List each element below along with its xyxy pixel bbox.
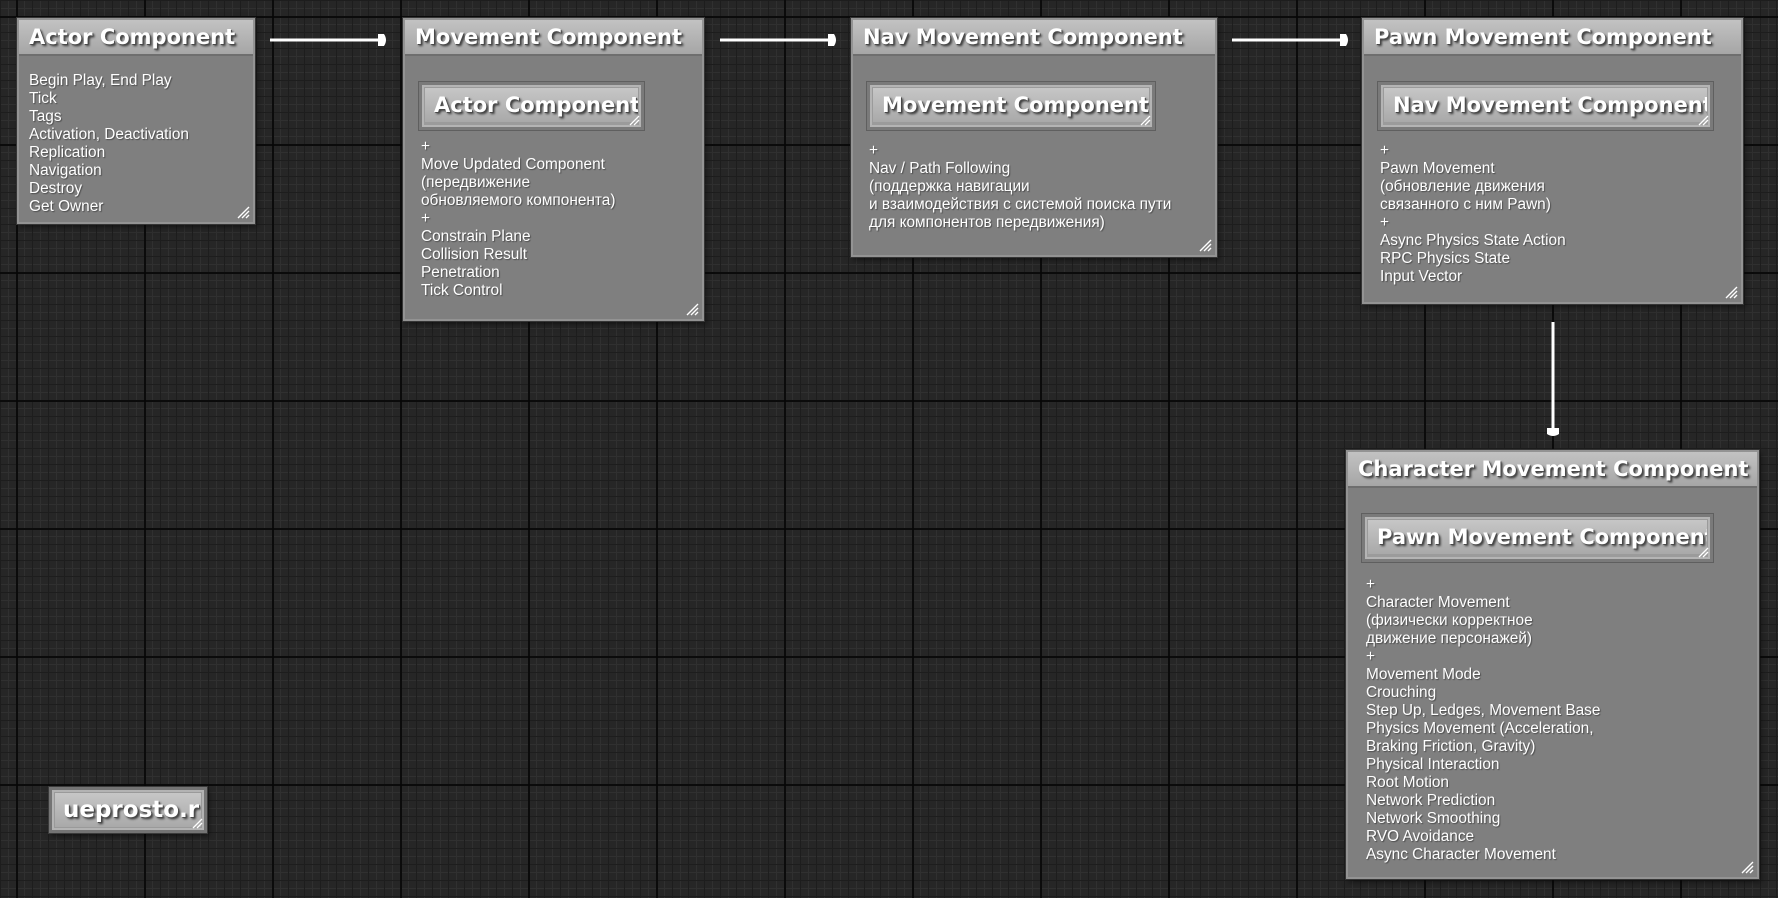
list-item: Tick bbox=[29, 90, 57, 107]
list-item: и взаимодействия с системой поиска пути bbox=[869, 196, 1172, 213]
parent-class-box: Actor Component bbox=[419, 82, 644, 130]
list-item: + bbox=[1380, 214, 1389, 231]
list-item: Activation, Deactivation bbox=[29, 126, 189, 143]
node-title: Character Movement Component bbox=[1348, 452, 1757, 488]
site-badge[interactable]: ueprosto.ru bbox=[49, 787, 207, 833]
list-item: + bbox=[1366, 648, 1375, 665]
list-item: + bbox=[1366, 576, 1375, 593]
list-item: Tick Control bbox=[421, 282, 503, 299]
node-body-list: + Move Updated Component (передвижение о… bbox=[421, 138, 615, 300]
list-item: + bbox=[869, 142, 878, 159]
list-item: Constrain Plane bbox=[421, 228, 531, 245]
list-item: (передвижение bbox=[421, 174, 531, 191]
list-item: Get Owner bbox=[29, 198, 104, 215]
list-item: (поддержка навигации bbox=[869, 178, 1030, 195]
arrow-nav-to-pawn bbox=[1232, 34, 1348, 46]
list-item: + bbox=[421, 210, 430, 227]
parent-class-box: Pawn Movement Component bbox=[1362, 514, 1713, 562]
list-item: Network Prediction bbox=[1366, 792, 1496, 809]
list-item: Async Character Movement bbox=[1366, 846, 1556, 863]
list-item: RPC Physics State bbox=[1380, 250, 1511, 267]
arrow-pawn-to-character bbox=[1547, 322, 1559, 436]
list-item: Begin Play, End Play bbox=[29, 72, 172, 89]
list-item: Collision Result bbox=[421, 246, 528, 263]
node-body-list: + Nav / Path Following (поддержка навига… bbox=[869, 142, 1171, 232]
node-title: Nav Movement Component bbox=[853, 20, 1215, 56]
resize-grip-icon[interactable] bbox=[1740, 860, 1754, 874]
list-item: Braking Friction, Gravity) bbox=[1366, 738, 1536, 755]
node-body-list: Begin Play, End Play Tick Tags Activatio… bbox=[29, 72, 189, 216]
resize-grip-icon bbox=[1697, 546, 1709, 558]
list-item: Character Movement bbox=[1366, 594, 1510, 611]
parent-class-box: Nav Movement Component bbox=[1378, 82, 1713, 130]
list-item: Network Smoothing bbox=[1366, 810, 1501, 827]
resize-grip-icon bbox=[1139, 114, 1151, 126]
parent-class-title: Actor Component bbox=[425, 88, 638, 122]
list-item: Move Updated Component bbox=[421, 156, 605, 173]
parent-class-title: Movement Component bbox=[873, 88, 1149, 122]
list-item: (физически корректное bbox=[1366, 612, 1533, 629]
resize-grip-icon[interactable] bbox=[1724, 285, 1738, 299]
node-body-list: + Character Movement (физически корректн… bbox=[1366, 576, 1600, 864]
list-item: Crouching bbox=[1366, 684, 1437, 701]
list-item: Pawn Movement bbox=[1380, 160, 1495, 177]
list-item: Step Up, Ledges, Movement Base bbox=[1366, 702, 1601, 719]
list-item: (обновление движения bbox=[1380, 178, 1545, 195]
resize-grip-icon[interactable] bbox=[1198, 238, 1212, 252]
resize-grip-icon bbox=[191, 817, 203, 829]
list-item: + bbox=[1380, 142, 1389, 159]
parent-class-box: Movement Component bbox=[867, 82, 1155, 130]
resize-grip-icon[interactable] bbox=[236, 205, 250, 219]
arrow-movement-to-nav bbox=[720, 34, 836, 46]
list-item: RVO Avoidance bbox=[1366, 828, 1475, 845]
node-pawn-movement-component[interactable]: Pawn Movement Component Nav Movement Com… bbox=[1362, 18, 1743, 304]
list-item: обновляемого компонента) bbox=[421, 192, 616, 209]
list-item: Movement Mode bbox=[1366, 666, 1481, 683]
resize-grip-icon bbox=[1697, 114, 1709, 126]
list-item: + bbox=[421, 138, 430, 155]
resize-grip-icon bbox=[628, 114, 640, 126]
node-body-list: + Pawn Movement (обновление движения свя… bbox=[1380, 142, 1566, 286]
list-item: Penetration bbox=[421, 264, 500, 281]
arrow-actor-to-movement bbox=[270, 34, 386, 46]
node-title: Actor Component bbox=[19, 20, 253, 56]
node-title: Movement Component bbox=[405, 20, 702, 56]
node-nav-movement-component[interactable]: Nav Movement Component Movement Componen… bbox=[851, 18, 1217, 257]
node-title: Pawn Movement Component bbox=[1364, 20, 1741, 56]
list-item: Async Physics State Action bbox=[1380, 232, 1566, 249]
site-label: ueprosto.ru bbox=[55, 793, 201, 827]
node-movement-component[interactable]: Movement Component Actor Component + Mov… bbox=[403, 18, 704, 321]
list-item: Navigation bbox=[29, 162, 102, 179]
list-item: Destroy bbox=[29, 180, 83, 197]
list-item: Physical Interaction bbox=[1366, 756, 1500, 773]
list-item: Tags bbox=[29, 108, 62, 125]
list-item: Nav / Path Following bbox=[869, 160, 1011, 177]
list-item: связанного с ним Pawn) bbox=[1380, 196, 1551, 213]
list-item: движение персонажей) bbox=[1366, 630, 1533, 647]
parent-class-title: Pawn Movement Component bbox=[1368, 520, 1707, 554]
list-item: Replication bbox=[29, 144, 106, 161]
parent-class-title: Nav Movement Component bbox=[1384, 88, 1707, 122]
node-actor-component[interactable]: Actor Component Begin Play, End Play Tic… bbox=[17, 18, 255, 224]
node-character-movement-component[interactable]: Character Movement Component Pawn Moveme… bbox=[1346, 450, 1759, 879]
list-item: Input Vector bbox=[1380, 268, 1463, 285]
list-item: Physics Movement (Acceleration, bbox=[1366, 720, 1594, 737]
resize-grip-icon[interactable] bbox=[685, 302, 699, 316]
list-item: для компонентов передвижения) bbox=[869, 214, 1105, 231]
list-item: Root Motion bbox=[1366, 774, 1449, 791]
